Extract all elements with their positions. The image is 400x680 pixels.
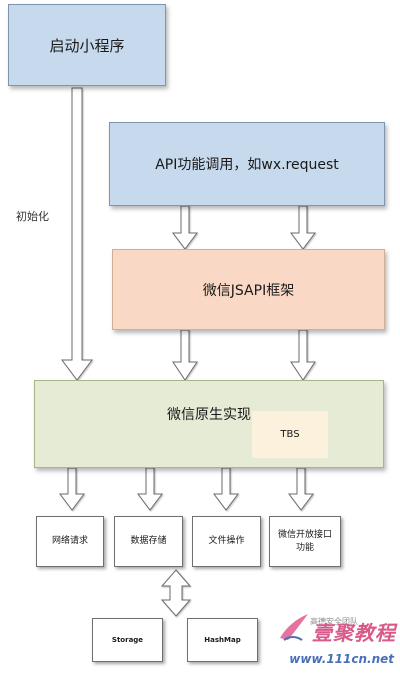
watermark-account: 高德安全团队 [310,617,358,626]
api-call-label: API功能调用，如wx.request [155,157,339,173]
hashmap-box: HashMap [187,618,258,662]
native-label: 微信原生实现 [167,407,251,423]
jsapi-label: 微信JSAPI框架 [202,282,295,299]
watermark-domain: www.111cn.net [289,652,394,666]
init-arrow [61,87,93,381]
data-storage-label: 数据存储 [130,536,167,546]
native-open-arrow [288,467,314,511]
native-file-arrow [213,467,239,511]
hashmap-label: HashMap [204,635,241,644]
storage-bidirectional-arrow [160,569,192,617]
watermark-brand: 壹聚教程 [312,621,396,645]
native-storage-arrow [137,467,163,511]
network-label: 网络请求 [51,536,88,546]
network-box: 网络请求 [36,516,104,567]
init-label: 初始化 [16,210,49,223]
open-api-label: 微信开放接口功能 [277,529,332,553]
jsapi-box: 微信JSAPI框架 [112,249,385,330]
jsapi-native-arrow-right [290,329,316,381]
open-api-box: 微信开放接口功能 [269,516,341,567]
jsapi-native-arrow-left [172,329,198,381]
start-box: 启动小程序 [8,4,166,86]
api-jsapi-arrow-left [172,205,198,250]
api-call-box: API功能调用，如wx.request [109,122,385,206]
native-network-arrow [59,467,85,511]
tbs-label: TBS [280,429,300,440]
native-box: 微信原生实现 [34,380,384,468]
file-ops-label: 文件操作 [208,536,245,546]
data-storage-box: 数据存储 [114,516,183,567]
tbs-box: TBS [252,411,328,458]
storage-box: Storage [92,618,163,662]
start-label: 启动小程序 [49,36,125,55]
file-ops-box: 文件操作 [192,516,261,567]
storage-label: Storage [111,635,144,644]
api-jsapi-arrow-right [290,205,316,250]
watermark: 高德安全团队 壹聚教程 www.111cn.net [270,600,400,680]
brush-logo-icon [280,614,308,641]
